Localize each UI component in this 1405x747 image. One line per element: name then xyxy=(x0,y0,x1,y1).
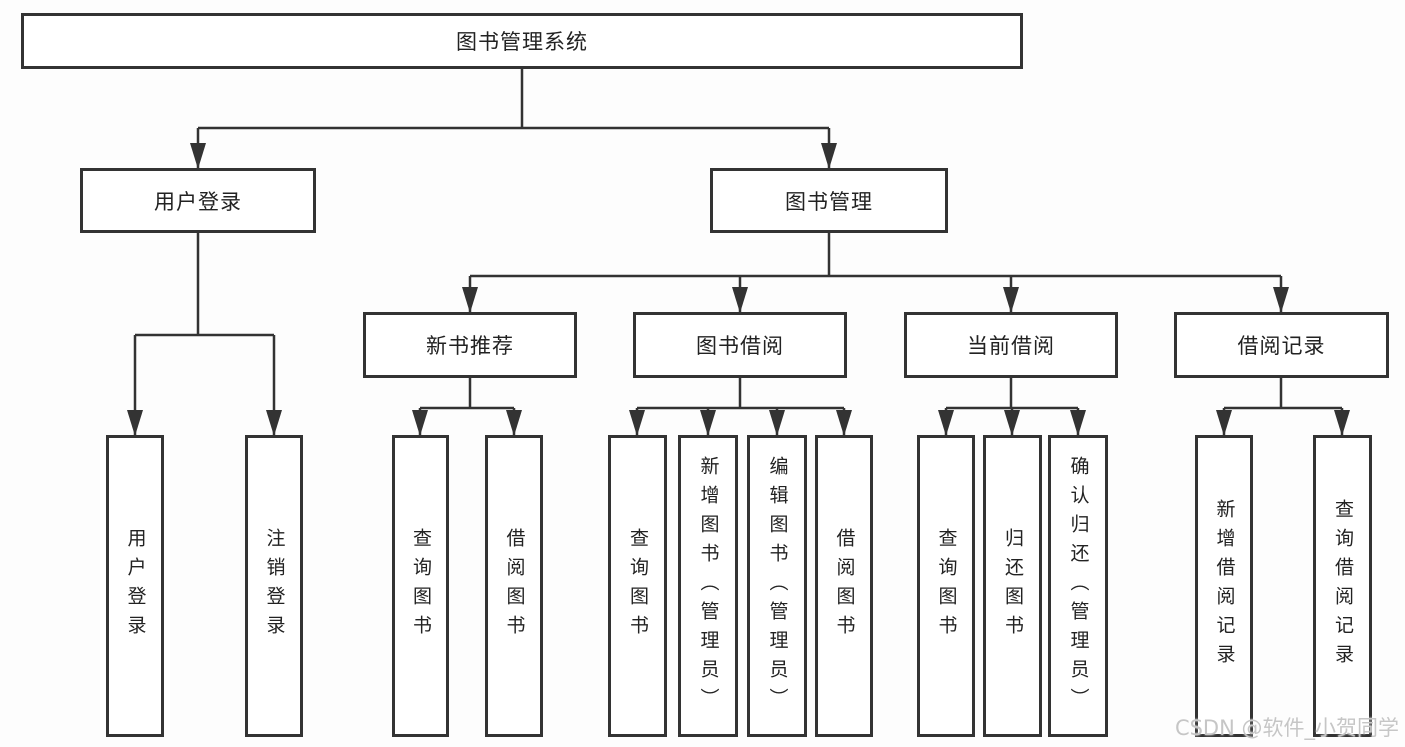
branch-borrow-records: 借阅记录 xyxy=(1174,312,1389,378)
leaf-user-login: 用户登录 xyxy=(106,435,164,737)
leaf-cb-return-books: 归还图书 xyxy=(983,435,1042,737)
leaf-cb-confirm-return-admin: 确认归还（管理员） xyxy=(1048,435,1108,737)
leaf-br-query-record: 查询借阅记录 xyxy=(1313,435,1372,737)
branch-book-borrow: 图书借阅 xyxy=(633,312,847,378)
branch-current-borrow: 当前借阅 xyxy=(904,312,1118,378)
leaf-nb-borrow-books: 借阅图书 xyxy=(485,435,543,737)
branch-book-management: 图书管理 xyxy=(710,168,948,233)
leaf-bb-borrow-books: 借阅图书 xyxy=(815,435,873,737)
csdn-watermark: CSDN @软件_小贺同学 xyxy=(1174,716,1399,740)
leaf-bb-query-books: 查询图书 xyxy=(608,435,667,737)
leaf-cb-query-books: 查询图书 xyxy=(917,435,975,737)
leaf-bb-edit-books-admin: 编辑图书（管理员） xyxy=(747,435,807,737)
branch-user-login: 用户登录 xyxy=(80,168,316,233)
leaf-br-add-record: 新增借阅记录 xyxy=(1195,435,1253,737)
leaf-bb-add-books-admin: 新增图书（管理员） xyxy=(678,435,738,737)
node-root: 图书管理系统 xyxy=(21,13,1023,69)
leaf-nb-query-books: 查询图书 xyxy=(392,435,449,737)
leaf-logout: 注销登录 xyxy=(245,435,303,737)
branch-new-book-recommend: 新书推荐 xyxy=(363,312,577,378)
